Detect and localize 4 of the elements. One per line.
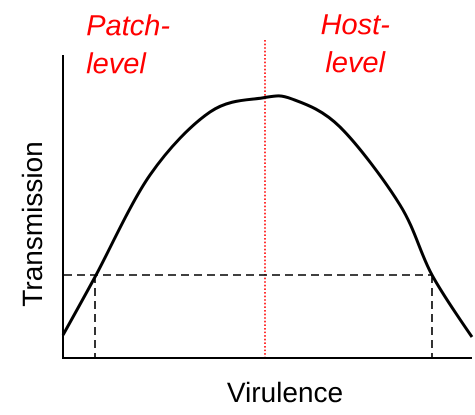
region-label: Patch-level — [86, 14, 170, 74]
axis-title: Transmission — [22, 143, 42, 306]
axis-title: Virulence — [227, 382, 342, 402]
region-label: Host-level — [321, 14, 390, 72]
